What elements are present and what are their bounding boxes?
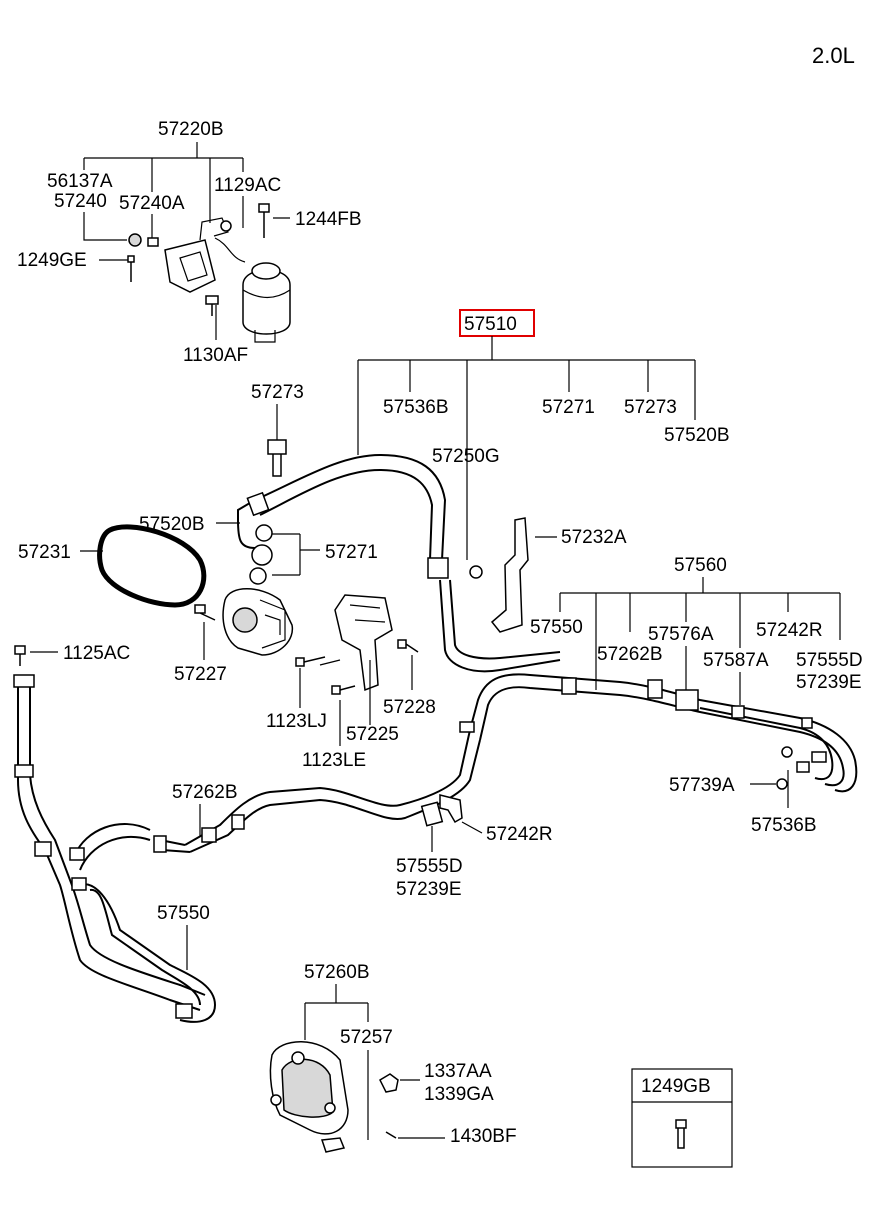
hose-bracket-57232A: 57232A [490,517,627,633]
part-label-1125AC: 1125AC [63,643,130,664]
nut-1337AA-icon [379,1073,399,1093]
hose-fitting-icon [427,557,449,579]
part-label-57271-left: 57271 [325,542,378,563]
reservoir-assembly: 57220B 56137A 57240 57240A 1129AC 1244FB… [17,119,362,366]
bolt-1249GB-icon [675,1119,687,1149]
part-label-57250G: 57250G [432,446,500,467]
collar-icon [147,237,159,247]
bolt-1125AC-icon [14,645,26,666]
belt-icon [97,524,207,608]
bolt-57227-icon [194,604,216,621]
bolt-57273-icon [267,439,287,477]
pressure-hose-assembly: 57510 57536B 57271 57273 57520B 57250G 5… [139,309,730,673]
part-label-57536B-right: 57536B [751,815,817,836]
reservoir-bracket-icon [164,239,216,293]
part-label-1339GA: 1339GA [424,1084,494,1105]
engine-label: 2.0L [812,43,855,68]
part-label-57231: 57231 [18,542,71,563]
part-label-57242R-mid: 57242R [486,824,553,845]
power-steering-pump: 57227 [174,588,294,685]
part-label-57262B-top: 57262B [597,644,663,665]
part-label-57239E-mid: 57239E [396,879,462,900]
part-label-1337AA: 1337AA [424,1061,492,1082]
part-label-1244FB: 1244FB [295,209,362,230]
part-label-1123LJ: 1123LJ [266,711,327,732]
bracket-icon [334,594,393,692]
part-box-1249GB: 1249GB [631,1068,733,1168]
part-label-56137A: 56137A [47,171,113,192]
part-label-57240A: 57240A [119,193,185,214]
highlight-box-57510 [459,309,535,337]
part-label-57555D-mid: 57555D [396,856,463,877]
bolt-1130AF-icon [205,295,219,316]
heat-shield-assembly: 57260B 57257 1337AA 1339GA 1430BF [269,962,517,1153]
bolt-1123LE-icon [331,685,356,695]
part-label-57510: 57510 [464,314,517,335]
bolt-1244FB-icon [258,203,270,238]
return-hose-assembly: 57560 57550 57262B 57576A 57242R 57587A … [153,555,863,900]
part-label-57520B-top: 57520B [664,425,730,446]
part-label-57227: 57227 [174,664,227,685]
part-label-57239E-top: 57239E [796,672,862,693]
part-label-57555D-top: 57555D [796,650,863,671]
seal-ring-icon [255,524,273,542]
part-label-57242R-top: 57242R [756,620,823,641]
hose-clamp-icon [561,677,577,695]
part-label-57550-top: 57550 [530,617,583,638]
part-label-57560: 57560 [674,555,727,576]
grommet-icon [128,233,142,247]
part-label-57232A: 57232A [561,527,627,548]
part-label-57220B: 57220B [158,119,224,140]
part-label-57739A: 57739A [669,775,735,796]
bracket-57232A-icon [490,517,529,633]
part-label-1129AC: 1129AC [214,175,281,196]
part-label-1123LE: 1123LE [302,750,366,771]
part-label-57240: 57240 [54,191,107,212]
part-label-1249GE: 1249GE [17,250,87,271]
part-label-1430BF: 1430BF [450,1126,517,1147]
part-label-57225: 57225 [346,724,399,745]
part-label-57273-left: 57273 [251,382,304,403]
part-label-57550-bot: 57550 [157,903,210,924]
part-label-57536B-top: 57536B [383,397,449,418]
part-label-57587A: 57587A [703,650,769,671]
part-label-57257: 57257 [340,1027,393,1048]
o-ring-icon [776,778,788,790]
part-label-57273-top: 57273 [624,397,677,418]
part-label-57228: 57228 [383,697,436,718]
left-return-hose: 1125AC 57550 [13,643,217,1023]
part-label-57262B-mid: 57262B [172,782,238,803]
bolt-1123LJ-icon [295,656,326,667]
drive-belt: 57231 [18,524,207,608]
bolt-1249GE-icon [127,255,135,282]
pipe-clip-icon [675,689,699,711]
hose-57555D-icon [420,801,444,827]
bolt-1430BF-icon [385,1131,397,1139]
part-label-57576A: 57576A [648,624,714,645]
part-label-57260B: 57260B [304,962,370,983]
part-label-57271-top: 57271 [542,397,595,418]
part-label-1130AF: 1130AF [183,345,248,366]
pump-bracket: 1123LJ 57225 1123LE 57228 [266,594,436,771]
part-label-1249GB: 1249GB [641,1076,711,1097]
bolt-57228-icon [397,639,419,653]
clamp-57242R-icon [439,794,463,824]
